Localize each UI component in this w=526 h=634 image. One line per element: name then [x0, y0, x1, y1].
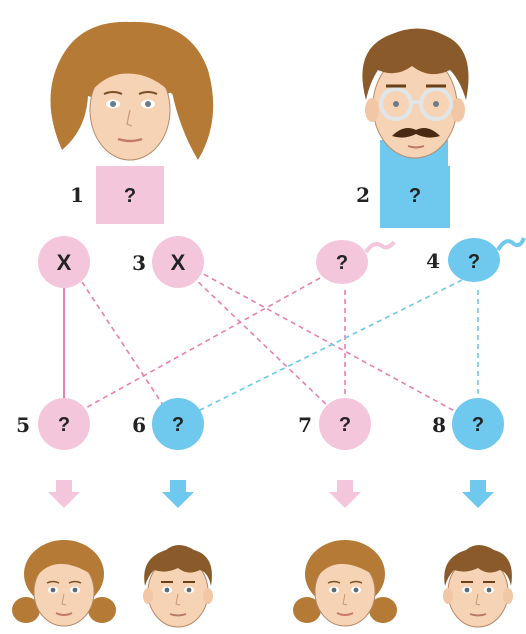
boy-face-icon [442, 544, 514, 628]
boy-face-icon [142, 544, 214, 628]
zygote-6 [152, 398, 204, 450]
egg-cell-b-label: X [171, 250, 186, 275]
down-arrow-icon [48, 480, 80, 508]
cross-lines [63, 269, 479, 415]
father-genotype-box [380, 166, 450, 228]
down-arrow-icon [162, 480, 194, 508]
zygote-8-number: 8 [432, 413, 446, 437]
zygote-7-number: 7 [298, 413, 312, 437]
egg-cell-b-number: 3 [132, 251, 146, 275]
mother-genotype-label: ? [124, 185, 136, 207]
zygote-8-label: ? [472, 414, 484, 436]
zygote-7-label: ? [339, 414, 351, 436]
down-arrow-icon [462, 480, 494, 508]
zygote-6-number: 6 [132, 413, 146, 437]
zygote-5-label: ? [58, 414, 70, 436]
mother-genotype-box [96, 166, 164, 224]
zygote-8 [452, 398, 504, 450]
zygote-7 [319, 398, 371, 450]
sperm-cell-a [316, 240, 396, 284]
zygote-6-label: ? [172, 414, 184, 436]
down-arrow-icon [329, 480, 361, 508]
egg-cell-a [38, 236, 90, 288]
father-genotype-label: ? [409, 185, 421, 207]
sperm-cell-b [448, 237, 526, 282]
sperm-cell-a-label: ? [336, 252, 348, 274]
father-number: 2 [356, 183, 370, 207]
zygote-5 [38, 398, 90, 450]
mother-number: 1 [70, 183, 84, 207]
father-face-icon [362, 28, 469, 180]
girl-face-icon [11, 539, 117, 627]
egg-cell-b [152, 236, 204, 288]
line-egg3-to-7 [191, 275, 331, 409]
line-egg1-to-6 [81, 281, 166, 409]
line-sperm-b-to-6 [195, 279, 463, 413]
line-sperm-a-to-5 [81, 277, 321, 411]
zygote-5-number: 5 [16, 413, 30, 437]
egg-cell-a-label: X [57, 250, 72, 275]
mother-face-icon [50, 21, 214, 161]
sperm-cell-b-number: 4 [426, 249, 440, 273]
girl-face-icon [292, 539, 398, 627]
sperm-cell-b-label: ? [468, 251, 480, 273]
